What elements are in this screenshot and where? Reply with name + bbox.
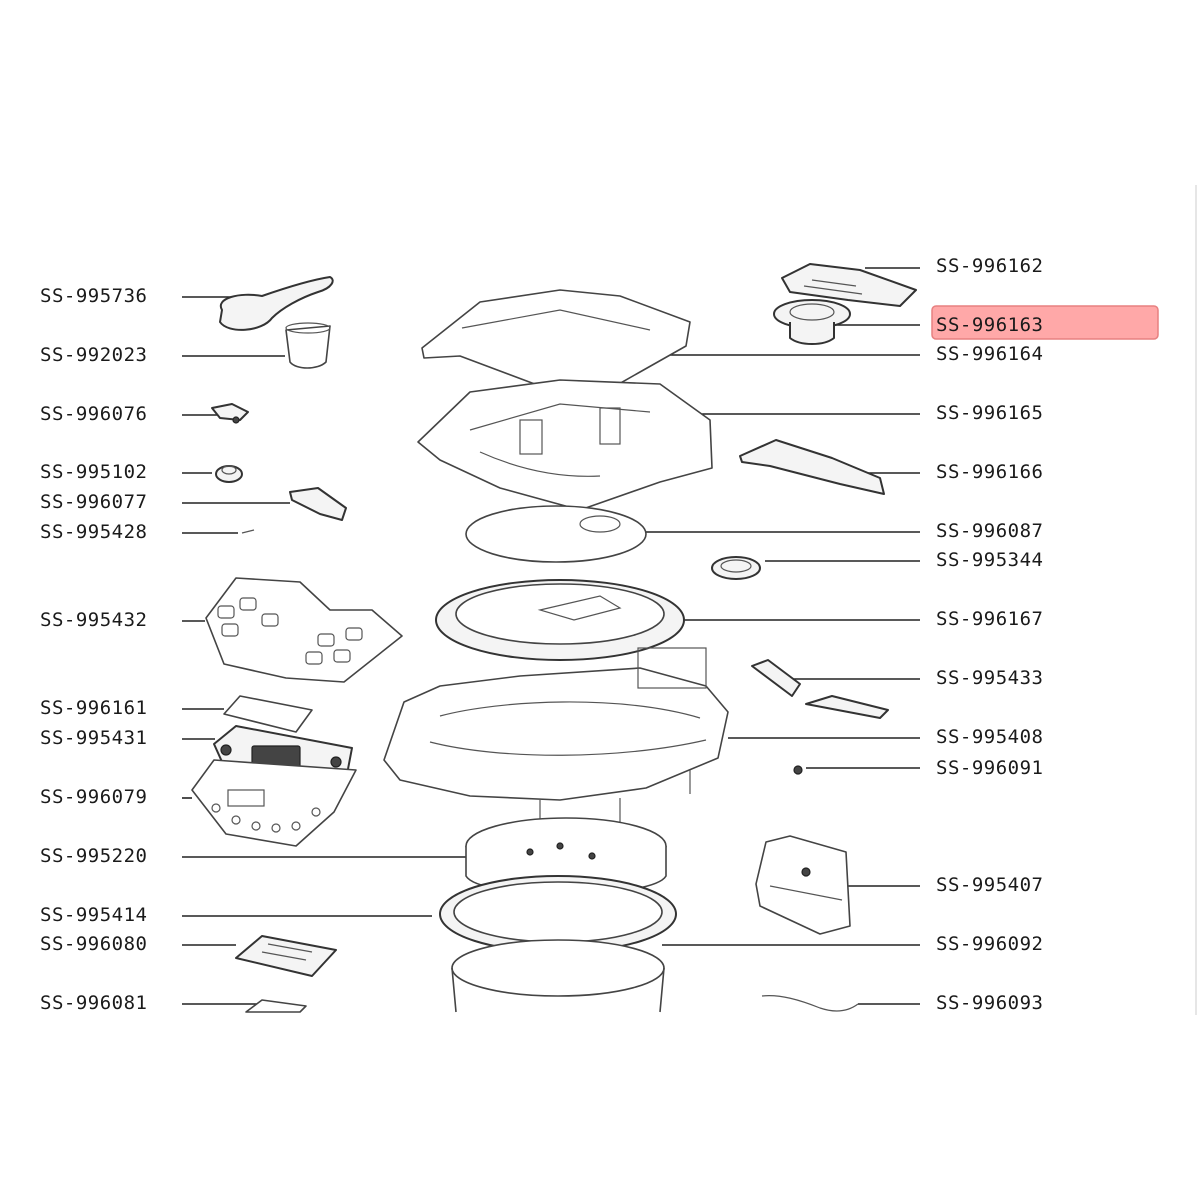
latch-part [289,487,347,521]
part-label[interactable]: SS-995432 [40,609,147,631]
bottom-piece-part [245,999,307,1013]
part-label[interactable]: SS-996093 [936,992,1043,1014]
part-label[interactable]: SS-996162 [936,255,1043,277]
clip-part [211,403,249,424]
part-label[interactable]: SS-995407 [936,874,1043,896]
wire-part [761,995,859,1012]
selected-part-highlight [931,305,1159,340]
inner-lid-part [435,579,685,661]
part-label[interactable]: SS-995431 [40,727,147,749]
control-panel-cover-part [205,577,403,683]
left-label-column: SS-995736 SS-992023 SS-996076 SS-995102 … [40,285,147,1014]
part-label[interactable]: SS-996087 [936,520,1043,542]
part-label[interactable]: SS-996092 [936,933,1043,955]
part-label[interactable]: SS-996079 [40,786,147,808]
part-label[interactable]: SS-996166 [936,461,1043,483]
display-board-part [223,695,313,733]
right-label-column: SS-996162 SS-996163 SS-996164 SS-996165 … [936,255,1043,1014]
part-label[interactable]: SS-996077 [40,491,147,513]
part-label[interactable]: SS-996164 [936,343,1043,365]
leader-lines [182,267,920,1005]
part-label-selected[interactable]: SS-996163 [936,314,1043,336]
part-label[interactable]: SS-996076 [40,403,147,425]
lid-body-part [417,379,713,511]
part-label[interactable]: SS-995408 [936,726,1043,748]
base-plate-part [235,935,337,977]
knob-cap-part [781,263,917,307]
part-label[interactable]: SS-995428 [40,521,147,543]
side-bracket-part [755,835,851,935]
part-label[interactable]: SS-995736 [40,285,147,307]
gasket-ring-part [711,556,761,580]
inner-lid-plate-part [465,505,647,563]
main-housing-part [383,647,729,832]
screw-part [241,529,255,534]
part-label[interactable]: SS-996081 [40,992,147,1014]
part-label[interactable]: SS-995220 [40,845,147,867]
outer-lid-part [421,289,691,407]
part-label[interactable]: SS-995414 [40,904,147,926]
bracket-part [751,659,889,719]
rice-spoon-part [219,276,334,331]
part-label[interactable]: SS-996161 [40,697,147,719]
measuring-cup-part [285,322,331,369]
part-label[interactable]: SS-996080 [40,933,147,955]
small-screw-part [793,765,803,775]
steam-valve-part [773,299,851,345]
support-ring-part [439,875,677,953]
hinge-bar-part [739,439,885,495]
part-label[interactable]: SS-995344 [936,549,1043,571]
valve-cap-part [215,465,243,483]
keypad-membrane-part [191,759,357,847]
part-label[interactable]: SS-996167 [936,608,1043,630]
part-label[interactable]: SS-996165 [936,402,1043,424]
part-label[interactable]: SS-995433 [936,667,1043,689]
base-ring-part [451,939,665,1013]
part-label[interactable]: SS-996091 [936,757,1043,779]
part-label[interactable]: SS-995102 [40,461,147,483]
part-label[interactable]: SS-992023 [40,344,147,366]
